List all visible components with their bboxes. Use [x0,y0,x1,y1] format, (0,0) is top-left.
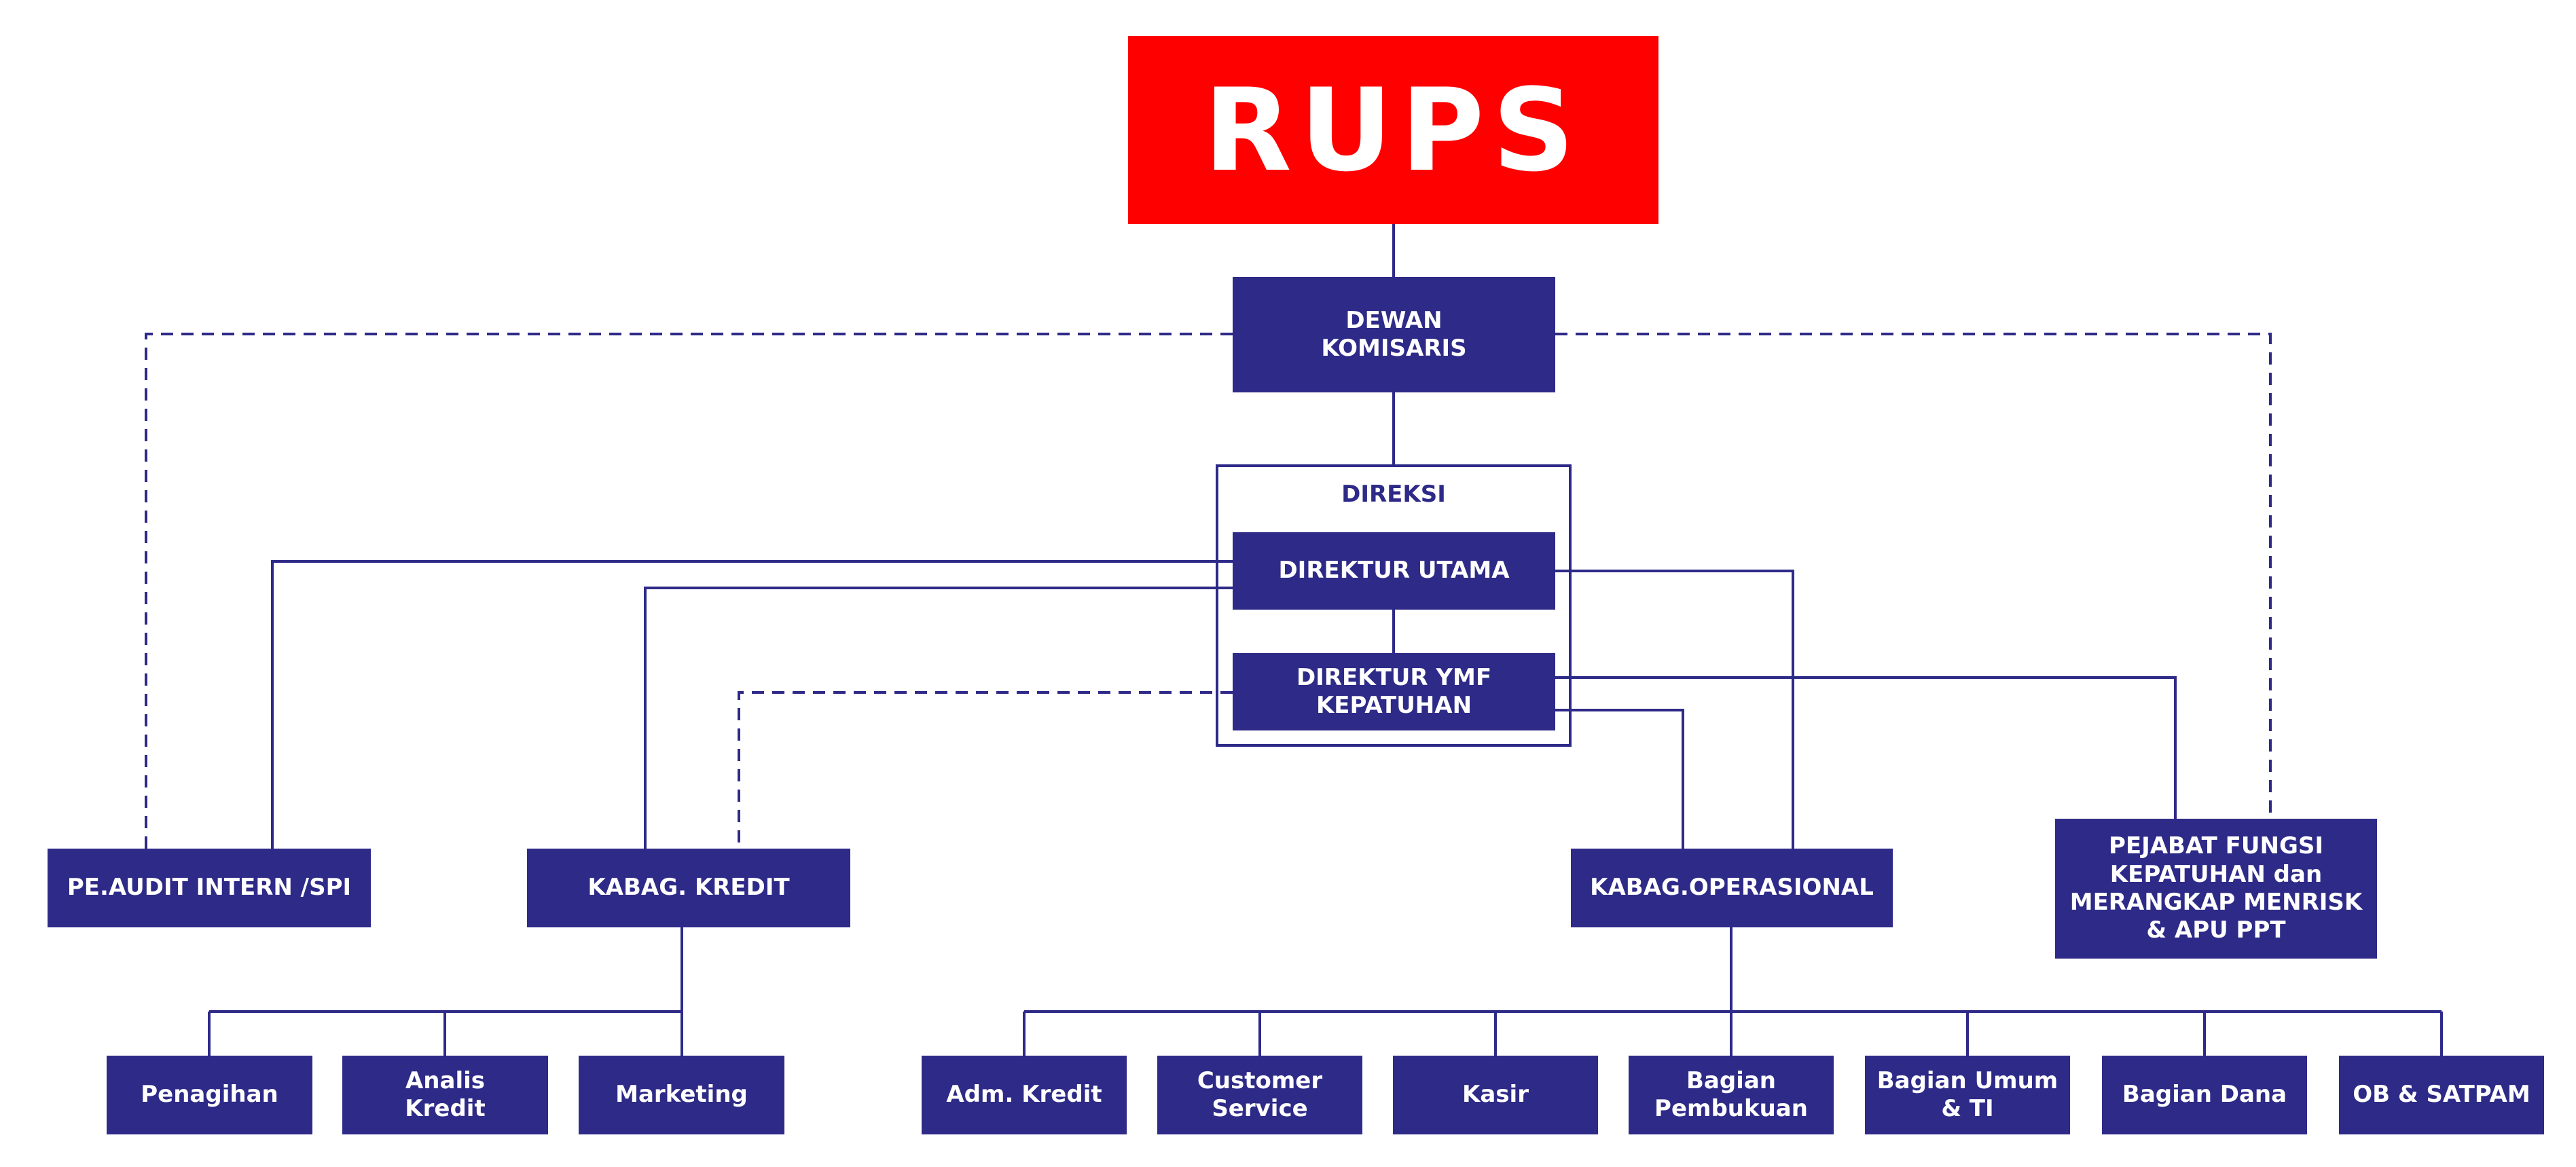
connector-kepatuhan-pejabat [1555,676,2177,819]
connector-utama-audit [271,560,1233,849]
rups-box: RUPS [1128,36,1658,224]
unit-customer-service: Customer Service [1157,1056,1362,1134]
dashed-board-audit [145,333,1233,849]
unit-bagian-dana: Bagian Dana [2102,1056,2307,1134]
audit-intern-box: PE.AUDIT INTERN /SPI [48,849,371,927]
connector-utama-kredit [644,587,1233,849]
direksi-label: DIREKSI [1341,481,1446,508]
unit-marketing: Marketing [579,1056,784,1134]
unit-kasir: Kasir [1393,1056,1598,1134]
kabag-kredit-box: KABAG. KREDIT [527,849,850,927]
unit-bagian-umum-ti: Bagian Umum & TI [1865,1056,2070,1134]
direktur-utama-box: DIREKTUR UTAMA [1233,532,1555,610]
unit-adm-kredit: Adm. Kredit [922,1056,1127,1134]
unit-analis-kredit: Analis Kredit [342,1056,548,1134]
direksi-group-frame [1216,464,1572,747]
pejabat-fungsi-box: PEJABAT FUNGSI KEPATUHAN dan MERANGKAP M… [2055,819,2377,959]
connector-kepatuhan-operasional [1555,709,1684,849]
connector-utama-operasional [1555,570,1794,849]
dashed-kepatuhan-kredit [738,691,1233,849]
dashed-board-pejabat [1555,333,2272,819]
connector-kredit-units [208,927,683,1056]
direktur-kepatuhan-box: DIREKTUR YMF KEPATUHAN [1233,653,1555,730]
dewan-komisaris-box: DEWAN KOMISARIS [1233,277,1555,392]
unit-ob-satpam: OB & SATPAM [2339,1056,2544,1134]
kabag-operasional-box: KABAG.OPERASIONAL [1571,849,1893,927]
connector-operasional-units [1023,927,2443,1056]
unit-penagihan: Penagihan [107,1056,312,1134]
unit-bagian-pembukuan: Bagian Pembukuan [1629,1056,1834,1134]
